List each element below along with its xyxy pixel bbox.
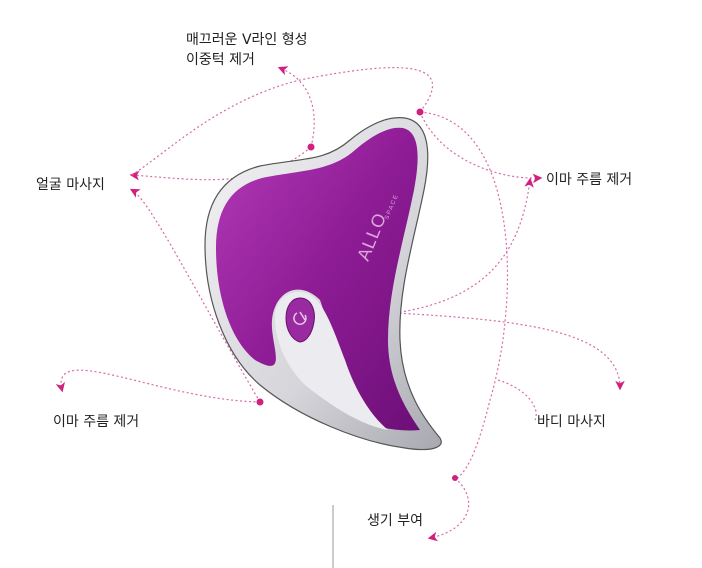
label-vitality: 생기 부여 [367,513,423,529]
allo-device: ALLO SPACE [204,117,442,451]
power-button [285,297,315,343]
label-double-chin: 이중턱 제거 [186,52,255,68]
label-body-massage: 바디 마사지 [537,414,606,430]
label-forehead-left: 이마 주름 제거 [53,414,140,430]
label-face-massage: 얼굴 마사지 [36,177,105,193]
label-forehead-right: 이마 주름 제거 [546,172,633,188]
connector-lines [55,66,625,542]
label-v-line: 매끄러운 V라인 형성 [186,32,308,48]
connector-dots [256,108,458,481]
power-icon [293,311,307,325]
